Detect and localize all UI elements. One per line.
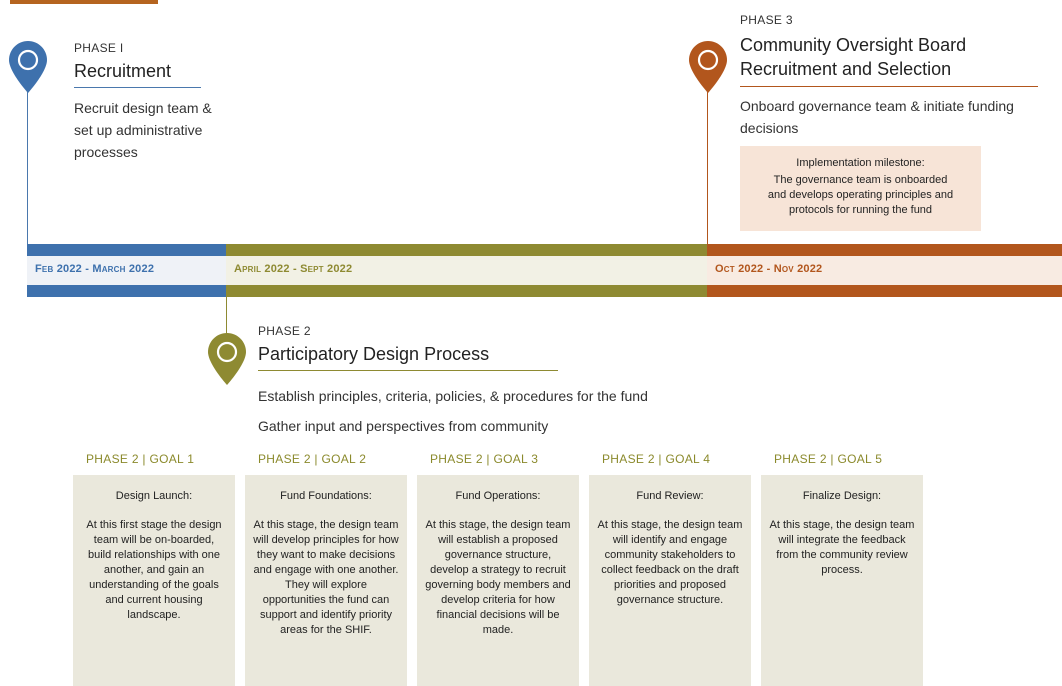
phase3-description: Onboard governance team & initiate fundi… — [740, 95, 1014, 139]
goal1-card: Design Launch: At this first stage the d… — [73, 475, 235, 686]
timeline-band-phase2: April 2022 - Sept 2022 — [226, 244, 707, 297]
band-fill — [707, 256, 1062, 285]
goal5-title: Finalize Design: — [802, 490, 882, 502]
phase3-title-underline — [740, 86, 1038, 87]
milestone-line: The governance team is onboarded — [773, 174, 948, 186]
phase1-desc-line: set up administrative — [74, 122, 203, 138]
location-pin-icon — [689, 41, 727, 93]
goal3-heading: PHASE 2 | GOAL 3 — [430, 452, 539, 466]
goal5-text: At this stage, the design team will inte… — [769, 519, 915, 576]
band-top-bar — [27, 244, 226, 256]
timeline-band-phase1: Feb 2022 - March 2022 — [27, 244, 226, 297]
phase2-connector-line — [226, 297, 227, 335]
phase3-title: Community Oversight Board Recruitment an… — [740, 33, 966, 81]
goal3-text: At this stage, the design team will esta… — [425, 519, 571, 636]
phase2-desc-line: Gather input and perspectives from commu… — [258, 418, 549, 434]
phase3-label: PHASE 3 — [740, 13, 793, 27]
band-fill — [27, 256, 226, 285]
goal4-title: Fund Review: — [636, 490, 704, 502]
milestone-line: protocols for running the fund — [788, 204, 933, 216]
band-top-bar — [226, 244, 707, 256]
band-bottom-bar — [707, 285, 1062, 297]
goal5-card: Finalize Design: At this stage, the desi… — [761, 475, 923, 686]
milestone-title: Implementation milestone: — [796, 157, 925, 169]
phase1-title: Recruitment — [74, 61, 172, 81]
phase2-description: Establish principles, criteria, policies… — [258, 381, 648, 441]
phase2-title-underline — [258, 370, 558, 371]
location-pin-icon — [208, 333, 246, 385]
phase1-desc-line: Recruit design team & — [74, 100, 212, 116]
goal5-heading: PHASE 2 | GOAL 5 — [774, 452, 883, 466]
band-bottom-bar — [27, 285, 226, 297]
phase1-desc-line: processes — [74, 144, 138, 160]
phase3-dates: Oct 2022 - Nov 2022 — [715, 263, 823, 275]
goal1-text: At this first stage the design team will… — [86, 519, 222, 621]
band-fill — [226, 256, 707, 285]
band-top-bar — [707, 244, 1062, 256]
phase3-connector-line — [707, 92, 708, 244]
goal2-text: At this stage, the design team will deve… — [253, 519, 399, 636]
location-pin-icon — [9, 41, 47, 93]
goal3-title: Fund Operations: — [455, 490, 541, 502]
goal3-card: Fund Operations: At this stage, the desi… — [417, 475, 579, 686]
goal2-title: Fund Foundations: — [280, 490, 372, 502]
phase1-description: Recruit design team & set up administrat… — [74, 97, 212, 163]
band-bottom-bar — [226, 285, 707, 297]
phase2-label: PHASE 2 — [258, 324, 311, 338]
phase2-desc-line: Establish principles, criteria, policies… — [258, 388, 648, 404]
phase3-desc-line: decisions — [740, 120, 799, 136]
goal2-card: Fund Foundations: At this stage, the des… — [245, 475, 407, 686]
phase2-dates: April 2022 - Sept 2022 — [234, 263, 353, 275]
phase1-connector-line — [27, 92, 28, 244]
phase2-title: Participatory Design Process — [258, 344, 490, 364]
milestone-line: and develops operating principles and — [767, 189, 954, 201]
phase1-title-underline — [74, 87, 201, 88]
goal4-text: At this stage, the design team will iden… — [597, 519, 743, 606]
top-accent-line — [10, 0, 158, 4]
phase3-title-line: Recruitment and Selection — [740, 59, 952, 79]
goal4-card: Fund Review: At this stage, the design t… — [589, 475, 751, 686]
goal4-heading: PHASE 2 | GOAL 4 — [602, 452, 711, 466]
phase3-desc-line: Onboard governance team & initiate fundi… — [740, 98, 1014, 114]
goal1-heading: PHASE 2 | GOAL 1 — [86, 452, 195, 466]
phase1-label: PHASE I — [74, 41, 124, 55]
timeline-band-phase3: Oct 2022 - Nov 2022 — [707, 244, 1062, 297]
phase1-dates: Feb 2022 - March 2022 — [35, 263, 155, 275]
implementation-milestone-box: Implementation milestone: The governance… — [740, 146, 981, 231]
phase3-title-line: Community Oversight Board — [740, 35, 967, 55]
goal1-title: Design Launch: — [115, 490, 193, 502]
goal2-heading: PHASE 2 | GOAL 2 — [258, 452, 367, 466]
